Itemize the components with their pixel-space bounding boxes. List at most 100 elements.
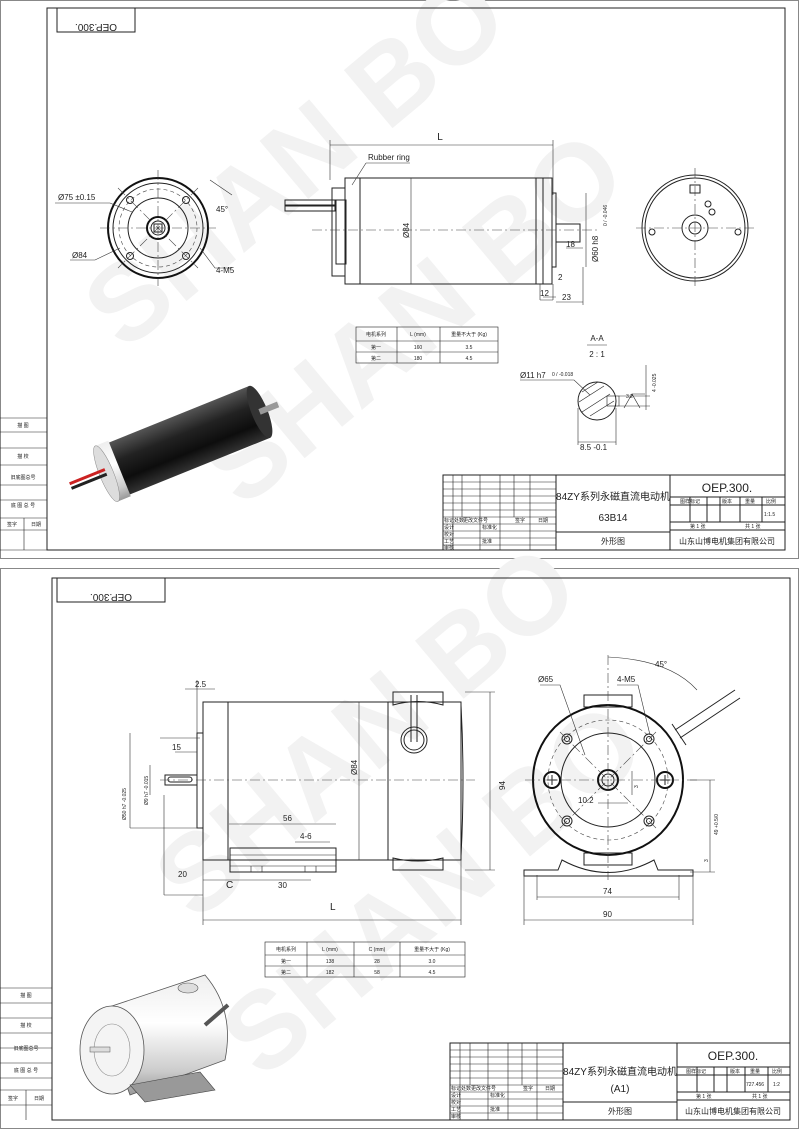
svg-text:94: 94: [498, 781, 507, 790]
drawing-title: 84ZY系列永磁直流电动机: [563, 1065, 677, 1078]
svg-text:第二: 第二: [371, 355, 381, 362]
svg-text:签字: 签字: [7, 521, 17, 528]
svg-text:Ø84: Ø84: [72, 251, 88, 260]
svg-text:3.2: 3.2: [626, 394, 633, 400]
side-view: L Rubber ring Ø84 Ø60 h8 0 / -0.046 18 2…: [284, 132, 609, 305]
svg-text:工艺: 工艺: [451, 1107, 461, 1113]
svg-text:签字: 签字: [515, 517, 525, 524]
svg-text:描 校: 描 校: [17, 453, 28, 460]
sheet-1: SHAN BO SHAN BO OEP.300. 描 图 描 校 旧底图总号 底…: [0, 0, 799, 559]
svg-text:A-A: A-A: [590, 334, 604, 343]
svg-text:4 -0.025: 4 -0.025: [652, 373, 658, 392]
svg-text:第一: 第一: [371, 344, 381, 351]
svg-text:批准: 批准: [482, 538, 492, 545]
svg-text:2 : 1: 2 : 1: [589, 350, 605, 359]
svg-text:重量不大于 (Kg): 重量不大于 (Kg): [414, 946, 450, 953]
drawing-type: 外形图: [601, 536, 625, 546]
svg-text:4-6: 4-6: [300, 832, 312, 841]
svg-text:8.5 -0.1: 8.5 -0.1: [580, 443, 608, 452]
svg-text:18: 18: [566, 240, 575, 249]
svg-text:版本: 版本: [730, 1068, 740, 1075]
svg-text:Ø11 h7: Ø11 h7: [520, 371, 546, 380]
svg-text:底 图 总 号: 底 图 总 号: [11, 502, 35, 509]
drawing-title: 84ZY系列永磁直流电动机: [556, 490, 670, 503]
svg-text:4-M5: 4-M5: [216, 266, 235, 275]
svg-text:标记: 标记: [451, 1085, 461, 1092]
drawing-number: OEP.300.: [702, 481, 752, 495]
motor-3d-render: [69, 385, 280, 502]
svg-text:Ø84: Ø84: [402, 222, 411, 238]
svg-text:处数: 处数: [461, 1085, 471, 1092]
svg-text:3.5: 3.5: [466, 345, 473, 351]
svg-text:共 1 张: 共 1 张: [752, 1093, 768, 1100]
svg-text:4.5: 4.5: [429, 970, 436, 976]
svg-text:160: 160: [414, 345, 423, 351]
svg-text:日期: 日期: [538, 518, 548, 524]
svg-text:签字: 签字: [523, 1085, 533, 1092]
side-signature-strip: 描 图 描 校 旧底图总号 底 图 总 号 签字 日期: [0, 987, 52, 1120]
svg-text:校对: 校对: [444, 531, 454, 538]
svg-text:审核: 审核: [444, 544, 454, 551]
svg-text:3: 3: [634, 785, 640, 788]
svg-text:更改文件号: 更改文件号: [463, 517, 488, 524]
svg-text:Ø75 ±0.15: Ø75 ±0.15: [58, 193, 96, 202]
svg-text:描 图: 描 图: [17, 422, 28, 429]
svg-text:重量: 重量: [745, 498, 755, 505]
svg-text:45°: 45°: [655, 660, 667, 669]
drawing-model: 63B14: [599, 513, 628, 524]
svg-text:Ø84: Ø84: [350, 759, 359, 775]
svg-text:58: 58: [374, 970, 380, 976]
svg-text:45°: 45°: [216, 205, 228, 214]
side-signature-strip: 描 图 描 校 旧底图总号 底 图 总 号 签字 日期: [0, 417, 47, 551]
svg-text:标准化: 标准化: [482, 524, 497, 531]
svg-text:C: C: [226, 880, 233, 891]
drawing-model: (A1): [611, 1084, 630, 1095]
svg-text:Ø50 h7 -0.025: Ø50 h7 -0.025: [122, 788, 128, 820]
drawing-type: 外形图: [608, 1106, 632, 1116]
svg-text:3.0: 3.0: [429, 959, 436, 965]
svg-text:2.5: 2.5: [195, 680, 207, 689]
svg-text:74: 74: [603, 887, 612, 896]
svg-text:重量不大于 (Kg): 重量不大于 (Kg): [451, 331, 487, 338]
svg-text:描 校: 描 校: [20, 1022, 31, 1029]
svg-text:电机系列: 电机系列: [276, 946, 296, 953]
svg-text:第一: 第一: [281, 958, 291, 965]
svg-text:0 / -0.018: 0 / -0.018: [552, 372, 573, 378]
drawing-frame: [51, 577, 791, 1121]
svg-text:OEP.300.: OEP.300.: [90, 591, 132, 602]
company-name: 山东山博电机集团有限公司: [685, 1106, 781, 1116]
svg-text:日期: 日期: [545, 1086, 555, 1092]
svg-text:比例: 比例: [766, 498, 776, 505]
svg-text:28: 28: [374, 959, 380, 965]
svg-text:校对: 校对: [451, 1099, 461, 1106]
scale-value: 1:2: [773, 1082, 780, 1088]
svg-text:批准: 批准: [490, 1106, 500, 1113]
svg-text:标记: 标记: [444, 517, 454, 524]
svg-text:设计: 设计: [444, 524, 454, 531]
sheet-2: SHAN BO SHAN BO OEP.300. 描 图 描 校 旧底图总号 底…: [0, 522, 799, 1129]
svg-text:设计: 设计: [451, 1092, 461, 1099]
scale-value: 1:1.5: [764, 512, 775, 518]
rear-view: [636, 168, 754, 288]
svg-text:底 图 总 号: 底 图 总 号: [14, 1067, 38, 1074]
svg-text:审核: 审核: [451, 1113, 461, 1120]
front-view: Ø75 ±0.15 Ø84 45° 4-M5: [55, 170, 235, 286]
svg-text:图样标记: 图样标记: [686, 1068, 706, 1075]
svg-text:L: L: [330, 902, 336, 913]
svg-text:15: 15: [172, 743, 181, 752]
drawing-frame: [46, 7, 786, 551]
spec-table: 电机系列 L (mm) C (mm) 重量不大于 (Kg) 第一 138 28 …: [264, 941, 466, 978]
svg-text:OEP.300.: OEP.300.: [75, 21, 117, 32]
title-block: 标记 处数 更改文件号 签字 日期 设计 校对 工艺 审核 标准化 批准 84Z…: [449, 1042, 791, 1121]
svg-text:第 1 张: 第 1 张: [696, 1093, 712, 1100]
svg-text:描 图: 描 图: [20, 992, 31, 999]
drawing-number-stamp: OEP.300.: [56, 7, 136, 33]
svg-text:20: 20: [178, 870, 187, 879]
svg-text:10.2: 10.2: [578, 796, 594, 805]
svg-text:图样标记: 图样标记: [680, 498, 700, 505]
svg-text:30: 30: [278, 881, 287, 890]
svg-text:重量: 重量: [750, 1068, 760, 1075]
svg-text:90: 90: [603, 910, 612, 919]
svg-text:4-M5: 4-M5: [617, 675, 636, 684]
